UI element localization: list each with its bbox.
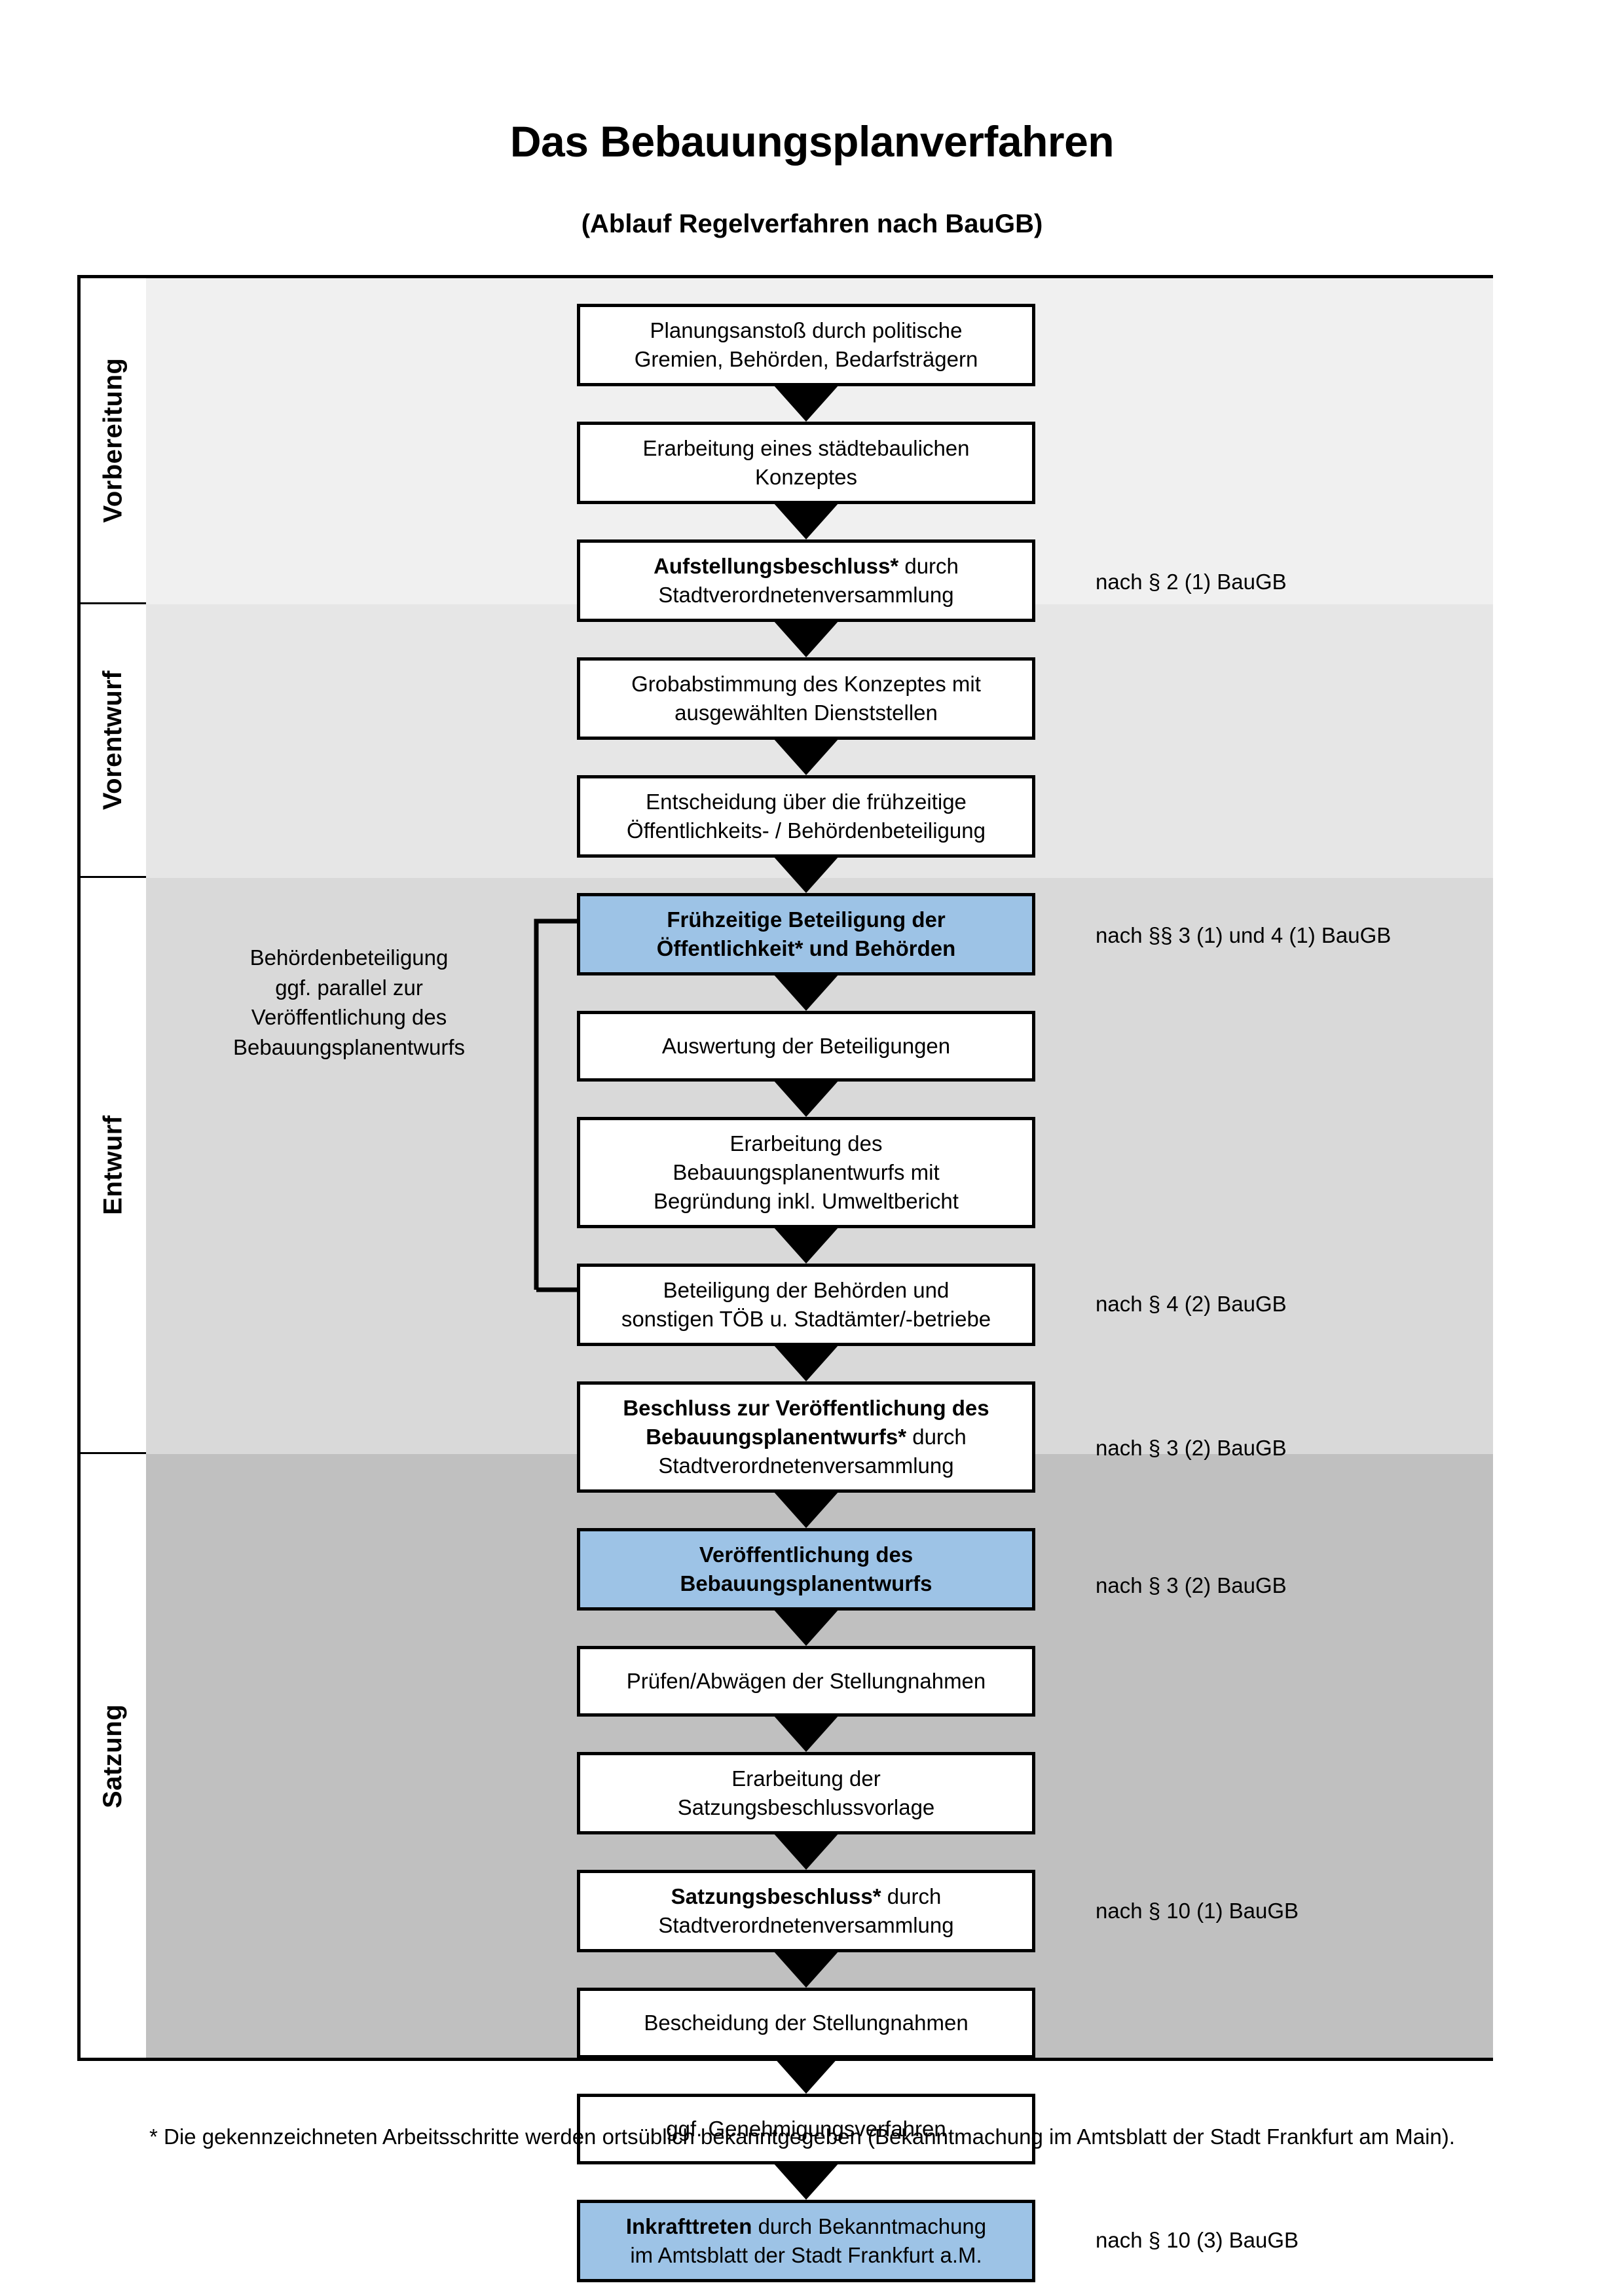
- phase-label-vorbereitung: Vorbereitung: [81, 278, 146, 604]
- step-s17-bold: Inkrafttreten: [625, 2214, 752, 2239]
- arrow-s10-s11: [773, 1491, 839, 1528]
- step-s17-line-1: Inkrafttreten durch Bekanntmachung: [626, 2212, 986, 2241]
- arrow-s7-s8: [773, 1080, 839, 1117]
- step-box-staedtebauliches-konzept[interactable]: Erarbeitung eines städtebaulichen Konzep…: [577, 422, 1035, 504]
- phase-label-satzung: Satzung: [81, 1454, 146, 2058]
- arrow-s16-s17: [773, 2163, 839, 2200]
- step-s16-line-1: ggf. Genehmigungsverfahren: [666, 2117, 946, 2141]
- step-s17-line-2: im Amtsblatt der Stadt Frankfurt a.M.: [630, 2243, 982, 2267]
- arrow-s2-s3: [773, 503, 839, 539]
- step-s10-line-2: Bebauungsplanentwurfs* durch: [623, 1423, 989, 1451]
- step-box-beteiligung-behoerden-toeb[interactable]: Beteiligung der Behörden und sonstigen T…: [577, 1264, 1035, 1346]
- step-box-auswertung-beteiligungen[interactable]: Auswertung der Beteiligungen: [577, 1011, 1035, 1082]
- step-box-bescheidung-stellungnahmen[interactable]: Bescheidung der Stellungnahmen: [577, 1988, 1035, 2058]
- arrow-s12-s13: [773, 1715, 839, 1752]
- step-s4-line-2: ausgewählten Dienststellen: [674, 701, 938, 725]
- side-note-line-1: Behördenbeteiligung: [249, 945, 449, 970]
- step-box-planungsanstoss[interactable]: Planungsanstoß durch politische Gremien,…: [577, 304, 1035, 386]
- step-s14-normal: durch: [881, 1884, 942, 1909]
- phase-label-vorbereitung-text: Vorbereitung: [98, 357, 128, 523]
- step-box-veroeffentlichung-bebauungsplanentwurf[interactable]: Veröffentlichung des Bebauungsplanentwur…: [577, 1528, 1035, 1611]
- step-s6-line-1: Frühzeitige Beteiligung der: [667, 907, 946, 932]
- side-note-line-4: Bebauungsplanentwurfs: [232, 1034, 466, 1059]
- step-s13-line-1: Erarbeitung der: [731, 1766, 881, 1791]
- law-ref-1: nach § 2 (1) BauGB: [1096, 570, 1287, 594]
- phase-label-column: Vorbereitung Vorentwurf Entwurf Satzung: [81, 278, 146, 2058]
- step-s5-line-1: Entscheidung über die frühzeitige: [646, 790, 967, 814]
- arrow-s14-s15: [773, 1951, 839, 1988]
- arrow-s11-s12: [773, 1609, 839, 1646]
- arrow-s5-s6: [773, 856, 839, 893]
- step-s6-line-2: Öffentlichkeit* und Behörden: [656, 936, 956, 960]
- law-ref-4: nach § 3 (2) BauGB: [1096, 1436, 1287, 1460]
- step-s3-line-2: Stadtverordnetenversammlung: [658, 583, 954, 607]
- step-box-beschluss-veroeffentlichung[interactable]: Beschluss zur Veröffentlichung des Bebau…: [577, 1381, 1035, 1493]
- law-ref-3: nach § 4 (2) BauGB: [1096, 1292, 1287, 1316]
- step-s10-bold: Bebauungsplanentwurfs*: [646, 1425, 907, 1449]
- phase-label-satzung-text: Satzung: [98, 1704, 128, 1808]
- step-s10-normal: durch: [906, 1425, 967, 1449]
- page-subtitle: (Ablauf Regelverfahren nach BauGB): [581, 210, 1043, 238]
- phase-label-entwurf-text: Entwurf: [98, 1115, 128, 1215]
- step-s13-line-2: Satzungsbeschlussvorlage: [677, 1795, 935, 1819]
- step-s2-line-2: Konzeptes: [755, 465, 857, 489]
- step-box-inkrafttreten[interactable]: Inkrafttreten durch Bekanntmachung im Am…: [577, 2200, 1035, 2282]
- step-s1-line-2: Gremien, Behörden, Bedarfsträgern: [634, 347, 978, 371]
- step-s10-line-1: Beschluss zur Veröffentlichung des: [623, 1396, 989, 1421]
- step-box-entscheidung-fruehzeitige-beteiligung[interactable]: Entscheidung über die frühzeitige Öffent…: [577, 775, 1035, 858]
- step-s8-line-1: Erarbeitung des: [729, 1131, 883, 1156]
- arrow-s6-s7: [773, 974, 839, 1011]
- step-box-aufstellungsbeschluss[interactable]: Aufstellungsbeschluss* durch Stadtverord…: [577, 539, 1035, 622]
- step-s14-line-2: Stadtverordnetenversammlung: [658, 1913, 954, 1937]
- law-ref-2: nach §§ 3 (1) und 4 (1) BauGB: [1096, 923, 1392, 947]
- side-note-line-2: ggf. parallel zur: [275, 975, 423, 1000]
- step-s15-line-1: Bescheidung der Stellungnahmen: [644, 2011, 969, 2035]
- step-box-erarbeitung-bebauungsplanentwurf[interactable]: Erarbeitung des Bebauungsplanentwurfs mi…: [577, 1117, 1035, 1228]
- step-s8-line-2: Bebauungsplanentwurfs mit: [673, 1160, 940, 1185]
- step-s12-line-1: Prüfen/Abwägen der Stellungnahmen: [626, 1669, 986, 1694]
- phase-label-entwurf: Entwurf: [81, 878, 146, 1454]
- law-ref-6: nach § 10 (1) BauGB: [1096, 1899, 1299, 1923]
- step-box-satzungsbeschlussvorlage[interactable]: Erarbeitung der Satzungsbeschlussvorlage: [577, 1752, 1035, 1834]
- side-note-line-3: Veröffentlichung des: [251, 1005, 447, 1030]
- step-s5-line-2: Öffentlichkeits- / Behördenbeteiligung: [627, 818, 986, 843]
- page-title: Das Bebauungsplanverfahren: [509, 117, 1115, 166]
- flowchart-frame: Vorbereitung Vorentwurf Entwurf Satzung …: [77, 275, 1493, 2282]
- arrow-s4-s5: [773, 738, 839, 775]
- footnote: * Die gekennzeichneten Arbeitsschritte w…: [149, 2124, 1455, 2149]
- law-ref-5: nach § 3 (2) BauGB: [1096, 1573, 1287, 1597]
- step-s3-bold: Aufstellungsbeschluss*: [654, 554, 899, 579]
- step-s8-line-3: Begründung inkl. Umweltbericht: [654, 1188, 959, 1213]
- step-s11-line-1: Veröffentlichung des: [699, 1542, 913, 1567]
- arrow-s13-s14: [773, 1833, 839, 1870]
- step-s3-normal: durch: [898, 554, 959, 579]
- phase-label-vorentwurf: Vorentwurf: [81, 604, 146, 878]
- step-box-fruehzeitige-beteiligung[interactable]: Frühzeitige Beteiligung der Öffentlichke…: [577, 893, 1035, 975]
- arrow-s9-s10: [773, 1345, 839, 1381]
- step-s14-line-1: Satzungsbeschluss* durch: [658, 1882, 953, 1911]
- step-s2-line-1: Erarbeitung eines städtebaulichen: [642, 436, 970, 461]
- step-box-satzungsbeschluss[interactable]: Satzungsbeschluss* durch Stadtverordnete…: [577, 1870, 1035, 1952]
- step-s3-line-1: Aufstellungsbeschluss* durch: [654, 552, 959, 581]
- arrow-s8-s9: [773, 1227, 839, 1264]
- step-s9-line-2: sonstigen TÖB u. Stadtämter/-betriebe: [621, 1307, 991, 1331]
- arrow-s15-s16: [773, 2057, 839, 2094]
- phase-label-vorentwurf-text: Vorentwurf: [98, 670, 128, 811]
- step-s1-line-1: Planungsanstoß durch politische: [650, 318, 963, 343]
- side-note-behoerdenbeteiligung: Behördenbeteiligung ggf. parallel zur Ve…: [179, 943, 519, 1062]
- step-box-pruefen-abwaegen[interactable]: Prüfen/Abwägen der Stellungnahmen: [577, 1646, 1035, 1717]
- law-ref-7: nach § 10 (3) BauGB: [1096, 2228, 1299, 2252]
- step-s7-line-1: Auswertung der Beteiligungen: [661, 1034, 951, 1059]
- step-box-genehmigungsverfahren[interactable]: ggf. Genehmigungsverfahren: [577, 2094, 1035, 2164]
- step-box-grobabstimmung[interactable]: Grobabstimmung des Konzeptes mit ausgewä…: [577, 657, 1035, 740]
- step-s17-normal: durch Bekanntmachung: [752, 2214, 987, 2239]
- arrow-s3-s4: [773, 621, 839, 657]
- step-s10-line-3: Stadtverordnetenversammlung: [658, 1453, 954, 1478]
- step-s11-line-2: Bebauungsplanentwurfs: [680, 1571, 932, 1595]
- step-s14-bold: Satzungsbeschluss*: [671, 1884, 881, 1909]
- step-s4-line-1: Grobabstimmung des Konzeptes mit: [631, 672, 981, 697]
- arrow-s1-s2: [773, 385, 839, 422]
- step-s9-line-1: Beteiligung der Behörden und: [663, 1278, 950, 1303]
